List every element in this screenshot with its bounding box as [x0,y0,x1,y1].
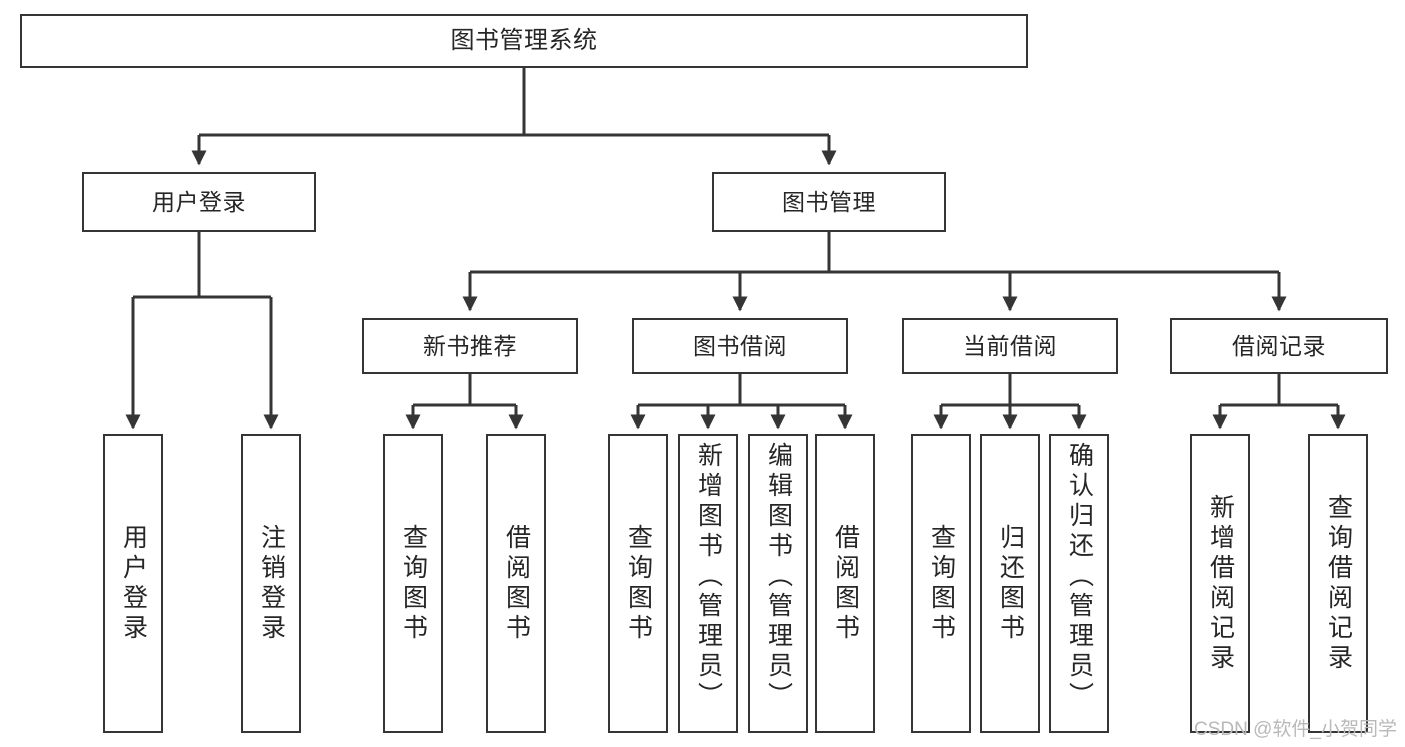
node-borrow-record[interactable]: 借阅记录 [1170,318,1388,374]
node-leaf-logout-label: 注销登录 [257,523,286,644]
node-leaf-borrow-book-2[interactable]: 借阅图书 [815,434,875,733]
node-new-book-rec[interactable]: 新书推荐 [362,318,578,374]
node-leaf-user-login-label: 用户登录 [119,523,148,644]
node-leaf-add-book[interactable]: 新增图书（管理员） [678,434,738,733]
node-leaf-borrow-book-1-label: 借阅图书 [502,523,531,644]
node-leaf-query-record[interactable]: 查询借阅记录 [1308,434,1368,733]
node-leaf-query-book-2[interactable]: 查询图书 [608,434,668,733]
node-leaf-edit-book[interactable]: 编辑图书（管理员） [748,434,808,733]
node-book-borrow-label: 图书借阅 [693,332,787,359]
node-user-login[interactable]: 用户登录 [82,172,316,232]
node-leaf-logout[interactable]: 注销登录 [241,434,301,733]
node-current-borrow[interactable]: 当前借阅 [902,318,1118,374]
node-leaf-query-book-1-label: 查询图书 [399,523,428,644]
node-book-manage[interactable]: 图书管理 [712,172,946,232]
watermark-text: CSDN @软件_小贺同学 [1194,719,1397,740]
node-book-borrow[interactable]: 图书借阅 [632,318,848,374]
node-leaf-query-book-1[interactable]: 查询图书 [383,434,443,733]
node-leaf-borrow-book-2-label: 借阅图书 [831,523,860,644]
node-leaf-confirm-return-label: 确认归还（管理员） [1065,442,1094,712]
node-user-login-label: 用户登录 [152,188,246,215]
node-borrow-record-label: 借阅记录 [1232,332,1326,359]
node-leaf-edit-book-label: 编辑图书（管理员） [764,442,793,712]
node-leaf-add-record-label: 新增借阅记录 [1206,493,1235,674]
node-leaf-confirm-return[interactable]: 确认归还（管理员） [1049,434,1109,733]
node-leaf-return-book[interactable]: 归还图书 [980,434,1040,733]
node-leaf-return-book-label: 归还图书 [996,523,1025,644]
node-current-borrow-label: 当前借阅 [963,332,1057,359]
node-book-manage-label: 图书管理 [782,188,876,215]
node-root-label: 图书管理系统 [450,27,598,54]
node-root[interactable]: 图书管理系统 [20,14,1028,68]
node-leaf-query-book-3[interactable]: 查询图书 [911,434,971,733]
node-leaf-user-login[interactable]: 用户登录 [103,434,163,733]
node-leaf-add-record[interactable]: 新增借阅记录 [1190,434,1250,733]
node-leaf-query-book-3-label: 查询图书 [927,523,956,644]
node-new-book-rec-label: 新书推荐 [423,332,517,359]
node-leaf-query-book-2-label: 查询图书 [624,523,653,644]
node-leaf-query-record-label: 查询借阅记录 [1324,493,1353,674]
node-leaf-borrow-book-1[interactable]: 借阅图书 [486,434,546,733]
node-leaf-add-book-label: 新增图书（管理员） [694,442,723,712]
